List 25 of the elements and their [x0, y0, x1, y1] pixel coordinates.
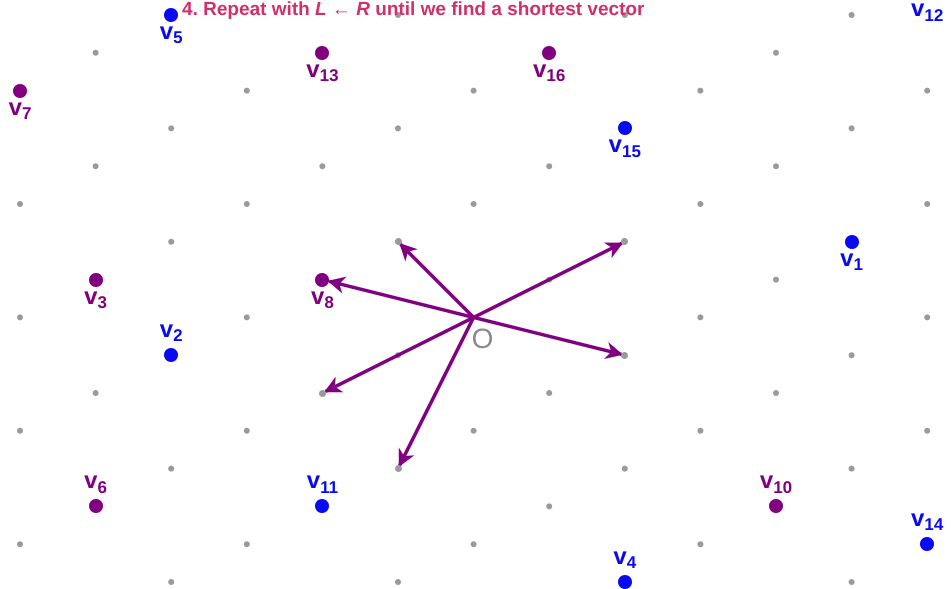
- slide-title: 4. Repeat with L ← R until we find a shortest vector: [182, 0, 644, 20]
- vector-label: v$_{8}$: [310, 284, 335, 309]
- arrow: [398, 316, 476, 468]
- lattice-point: [621, 352, 628, 359]
- vector-label: v$_{5}$: [158, 20, 184, 44]
- vector-label: v$_{16}$: [532, 58, 566, 82]
- arrow: [472, 242, 624, 319]
- vector-label: v$_{1}$: [839, 246, 864, 271]
- vector-label: v$_{4}$: [612, 545, 638, 569]
- arrow: [473, 316, 624, 360]
- vector-label: v$_{15}$: [608, 133, 642, 158]
- vector-label: v$_{14}$: [910, 507, 944, 532]
- vector-label: v$_{12}$: [910, 0, 944, 22]
- vector-label: v$_{11}$: [306, 469, 340, 494]
- lattice-point: [318, 390, 326, 396]
- vector-label: v$_{7}$: [8, 96, 32, 120]
- vector-label: v$_{6}$: [83, 469, 108, 494]
- origin-label: O: [472, 325, 494, 354]
- vector-label: v$_{3}$: [83, 284, 108, 309]
- lattice-point: [621, 238, 628, 246]
- vector-label: v$_{2}$: [158, 318, 184, 342]
- vector-label: v$_{13}$: [305, 58, 340, 82]
- lattice-point: [394, 465, 402, 472]
- vector-label: v$_{10}$: [758, 469, 794, 494]
- lattice-point: [394, 238, 402, 246]
